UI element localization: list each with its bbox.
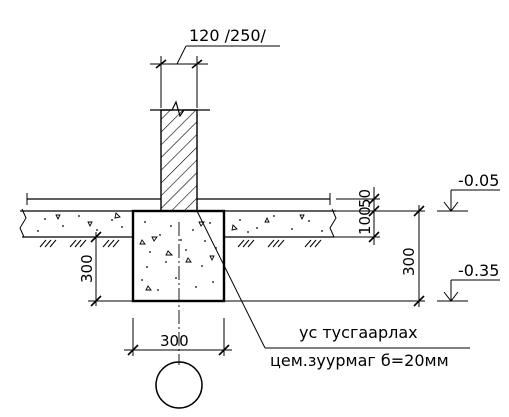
note-line-2: цем.зуурмаг б=20мм	[270, 351, 449, 370]
wall-thickness-dimension: 120 /250/	[150, 26, 280, 108]
foundation-block	[131, 209, 226, 365]
foundation-width-dimension: 300	[124, 318, 232, 356]
level-upper-label: -0.05	[458, 171, 499, 190]
dim-100: 100	[356, 206, 374, 235]
brick-wall	[150, 100, 210, 212]
note-line-1: ус тусгаарлах	[299, 323, 418, 342]
level-mark-lower: -0.35	[437, 261, 500, 302]
dim-50: 50	[356, 189, 374, 208]
level-lower-label: -0.35	[458, 261, 499, 280]
left-height-dimension: 300	[78, 231, 133, 307]
level-mark-upper: -0.05	[437, 171, 500, 212]
dim-300-right: 300	[400, 247, 418, 276]
dim-300-left: 300	[78, 254, 96, 283]
waterproofing-note: ус тусгаарлах цем.зуурмаг б=20мм	[196, 210, 470, 370]
wall-thickness-label: 120 /250/	[189, 26, 267, 45]
dim-300-bottom: 300	[160, 332, 189, 350]
axis-marker-circle	[155, 361, 203, 409]
right-dimension-chain: 50 100 300	[224, 187, 425, 307]
